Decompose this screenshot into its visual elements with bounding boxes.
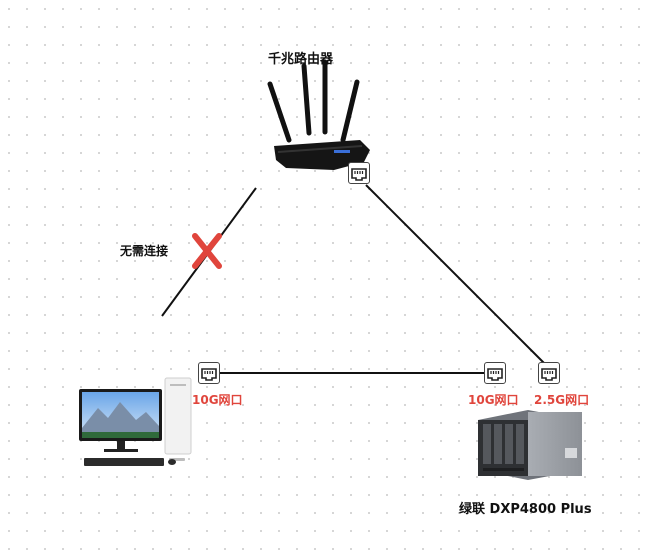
no-connection-x-icon bbox=[192, 233, 222, 269]
pc-10g-port-label: 10G网口 bbox=[192, 393, 243, 407]
nas-2-5g-ethernet-port-icon bbox=[538, 362, 560, 384]
nas-10g-ethernet-port-icon bbox=[484, 362, 506, 384]
nas-2-5g-port-label: 2.5G网口 bbox=[534, 393, 590, 407]
link-router-nas-line bbox=[365, 184, 547, 366]
nas-device-icon bbox=[478, 410, 582, 480]
nas-10g-port-label: 10G网口 bbox=[468, 393, 519, 407]
nas-label: 绿联 DXP4800 Plus bbox=[459, 502, 592, 517]
mouse-icon bbox=[168, 459, 176, 465]
router-label: 千兆路由器 bbox=[268, 52, 334, 67]
router-icon bbox=[267, 59, 370, 170]
no-connection-note: 无需连接 bbox=[120, 244, 169, 258]
pc-monitor-icon bbox=[79, 389, 162, 452]
router-ethernet-port-icon bbox=[348, 162, 370, 184]
pc-10g-ethernet-port-icon bbox=[198, 362, 220, 384]
pc-tower-icon bbox=[164, 377, 192, 461]
keyboard-icon bbox=[84, 458, 164, 466]
